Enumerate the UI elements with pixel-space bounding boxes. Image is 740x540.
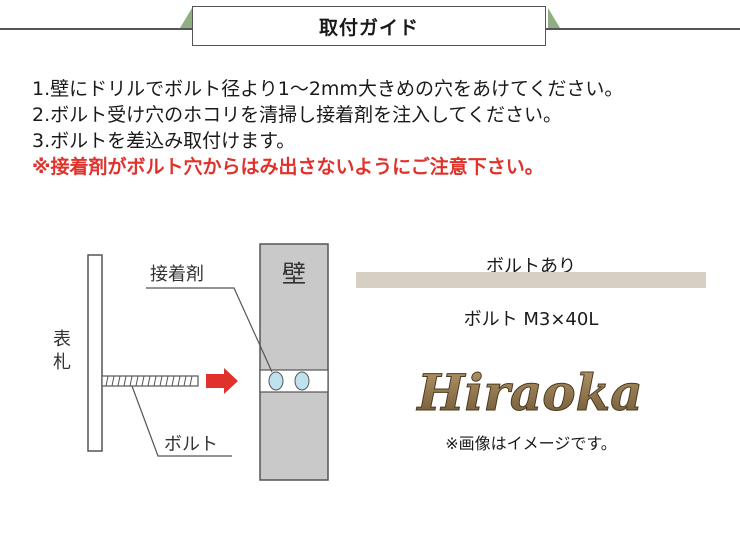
nameplate-board [87, 254, 103, 452]
sample-name-text: Hiraoka [415, 363, 642, 422]
step-3: 3.ボルトを差込み取付けます。 [32, 130, 296, 152]
page-title: 取付ガイド [192, 6, 546, 46]
header-left-triangle [180, 8, 192, 28]
insert-arrow-icon [206, 368, 238, 394]
header-right-triangle [548, 8, 560, 28]
nameplate-sample-image: Hiraoka [415, 363, 643, 423]
step-2: 2.ボルト受け穴のホコリを清掃し接着剤を注入してください。 [32, 104, 562, 126]
bolt-label: ボルト [164, 434, 218, 455]
bolt-leader [131, 385, 232, 457]
nameplate-label-1: 表 [53, 329, 71, 350]
adhesive-blob-2 [294, 371, 310, 391]
bolt-spec: ボルト M3×40L [463, 309, 599, 330]
bolt-divider-bar [356, 272, 706, 288]
warning-note: ※接着剤がボルト穴からはみ出さないようにご注意下さい。 [32, 156, 544, 178]
adhesive-blob-1 [268, 371, 284, 391]
wall-label: 壁 [282, 260, 306, 288]
adhesive-label: 接着剤 [150, 264, 204, 285]
nameplate-label-2: 札 [53, 352, 71, 373]
step-1: 1.壁にドリルでボルト径より1～2mm大きめの穴をあけてください。 [32, 78, 624, 100]
bolt-type-title: ボルトあり [486, 256, 576, 277]
instruction-list: 1.壁にドリルでボルト径より1～2mm大きめの穴をあけてください。 2.ボルト受… [32, 76, 732, 180]
wall [259, 243, 329, 481]
adhesive-leader [146, 287, 273, 373]
image-disclaimer: ※画像はイメージです。 [445, 434, 617, 453]
